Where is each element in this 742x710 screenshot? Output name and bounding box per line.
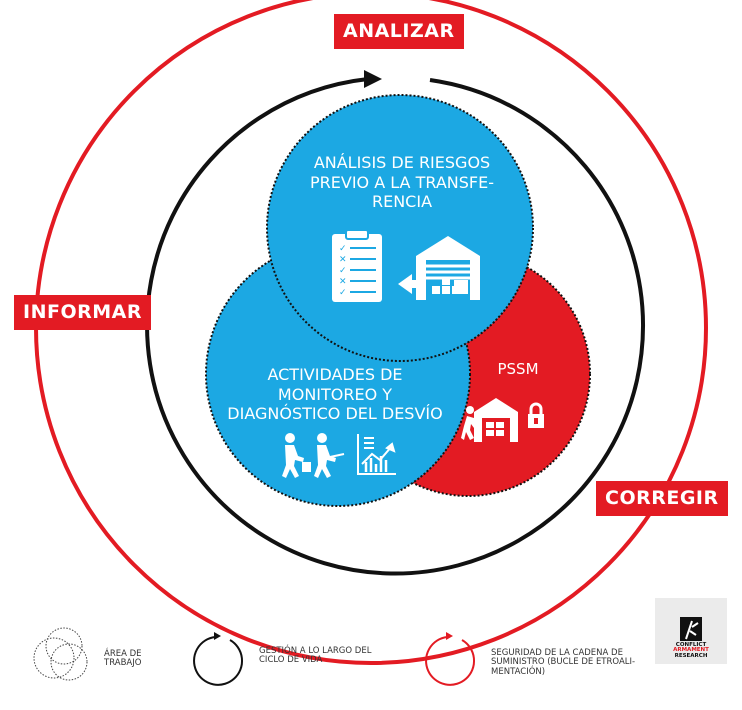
- legend-lifecycle-text: GESTIÓN A LO LARGO DEL CICLO DE VIDA: [259, 646, 372, 666]
- chart-icon: [357, 434, 396, 475]
- risk-analysis-circle: [266, 94, 534, 362]
- informar-label: INFORMAR: [14, 295, 151, 330]
- legend-supply-chain-line-3: MENTACIÓN): [491, 666, 546, 677]
- risk-analysis-line-2: PREVIO A LA TRANSFE-: [310, 172, 494, 192]
- logo-line-3: RESEARCH: [674, 653, 708, 660]
- pssm-text: PSSM: [478, 360, 558, 378]
- legend-work-area-icon: [33, 627, 88, 681]
- legend-lifecycle-line-2: CICLO DE VIDA: [259, 655, 323, 666]
- monitoring-text: ACTIVIDADES DE MONITOREO Y DIAGNÓSTICO D…: [212, 365, 458, 424]
- car-logo-mark: [680, 616, 702, 641]
- monitoring-line-3: DIAGNÓSTICO DEL DESVÍO: [227, 404, 443, 424]
- svg-text:✕: ✕: [339, 277, 347, 287]
- legend-supply-chain-line-2: SUMINISTRO (BUCLE DE ETROALI-: [491, 657, 636, 668]
- corregir-label: CORREGIR: [596, 481, 728, 516]
- svg-text:✓: ✓: [339, 288, 347, 298]
- lifecycle-loop: [145, 77, 646, 576]
- lifecycle-arrowhead: [364, 70, 382, 88]
- warehouse-transfer-icon: [398, 236, 480, 300]
- legend-work-area-text: ÁREA DE TRABAJO: [104, 649, 142, 669]
- analizar-label: ANALIZAR: [334, 14, 464, 49]
- monitoring-line-1: ACTIVIDADES DE: [267, 365, 403, 384]
- warehouse-lock-icon: [461, 398, 544, 442]
- people-monitoring-icon: [282, 433, 345, 478]
- risk-analysis-text: ANÁLISIS DE RIESGOS PREVIO A LA TRANSFE-…: [292, 153, 512, 212]
- svg-text:✕: ✕: [339, 255, 347, 265]
- risk-analysis-line-1: ANÁLISIS DE RIESGOS: [313, 153, 491, 172]
- legend-lifecycle-line-1: GESTIÓN A LO LARGO DEL: [259, 646, 372, 656]
- legend-supply-chain-line-1: SEGURIDAD DE LA CADENA DE: [491, 648, 623, 658]
- checklist-icon: ✓✕✓✕✓: [332, 229, 382, 302]
- legend-feedback-icon: [425, 632, 476, 686]
- logo-line-2: ARMAMENT: [673, 647, 709, 654]
- legend-work-area-line-1: ÁREA DE: [104, 649, 142, 659]
- car-logo: CONFLICT ARMAMENT RESEARCH: [655, 598, 727, 664]
- legend-work-area-line-2: TRABAJO: [104, 658, 142, 669]
- pssm-label: PSSM: [497, 360, 539, 378]
- risk-analysis-line-3: RENCIA: [371, 192, 433, 212]
- legend-supply-chain-text: SEGURIDAD DE LA CADENA DE SUMINISTRO (BU…: [491, 648, 636, 677]
- legend-lifecycle-icon: [193, 632, 244, 686]
- monitoring-line-2: MONITOREO Y: [277, 384, 393, 404]
- svg-text:✓: ✓: [339, 244, 347, 254]
- logo-line-1: CONFLICT: [675, 641, 707, 648]
- svg-text:✓: ✓: [339, 266, 347, 276]
